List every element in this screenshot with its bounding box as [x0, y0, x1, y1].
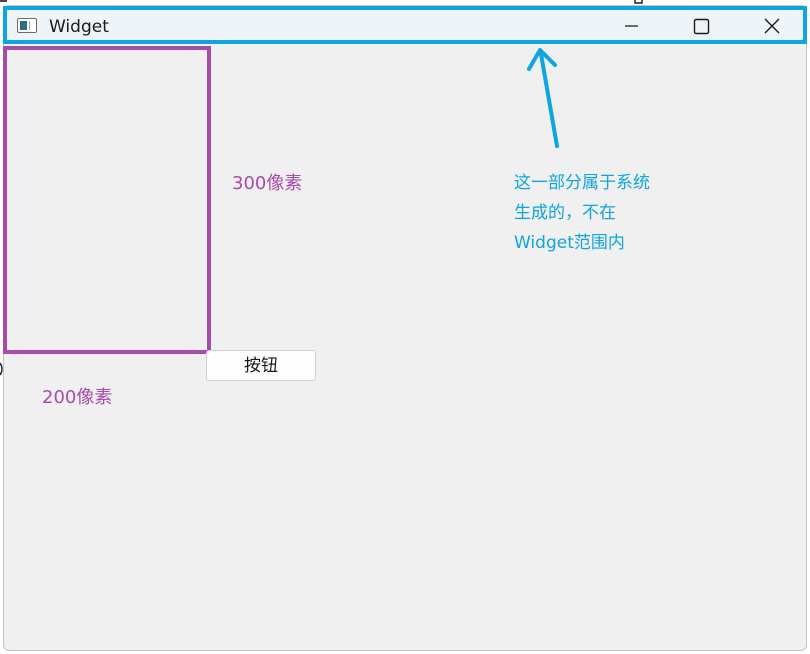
minimize-button[interactable]: [608, 6, 654, 46]
edge-mark: [0, 362, 3, 376]
close-button[interactable]: [748, 6, 794, 46]
maximize-icon: [693, 18, 710, 35]
edge-mark: [0, 0, 7, 2]
annotation-note: 这一部分属于系统 生成的，不在 Widget范围内: [514, 168, 714, 258]
maximize-button[interactable]: [678, 6, 724, 46]
app-icon: [17, 18, 37, 33]
annotation-note-line: Widget范围内: [514, 233, 625, 253]
minimize-icon: [625, 25, 638, 27]
title-bar[interactable]: Widget: [4, 6, 806, 46]
height-dimension-label: 300像素: [232, 173, 303, 194]
arrow-up-icon: [527, 48, 559, 148]
push-button[interactable]: 按钮: [206, 350, 316, 381]
window-title: Widget: [49, 17, 109, 37]
annotation-note-line: 这一部分属于系统: [514, 173, 650, 193]
close-icon: [764, 18, 780, 34]
widget-size-outline: [3, 46, 211, 354]
edge-mark: [634, 0, 643, 4]
width-dimension-label: 200像素: [42, 387, 113, 408]
annotation-note-line: 生成的，不在: [514, 203, 616, 223]
app-window: Widget: [3, 5, 807, 651]
